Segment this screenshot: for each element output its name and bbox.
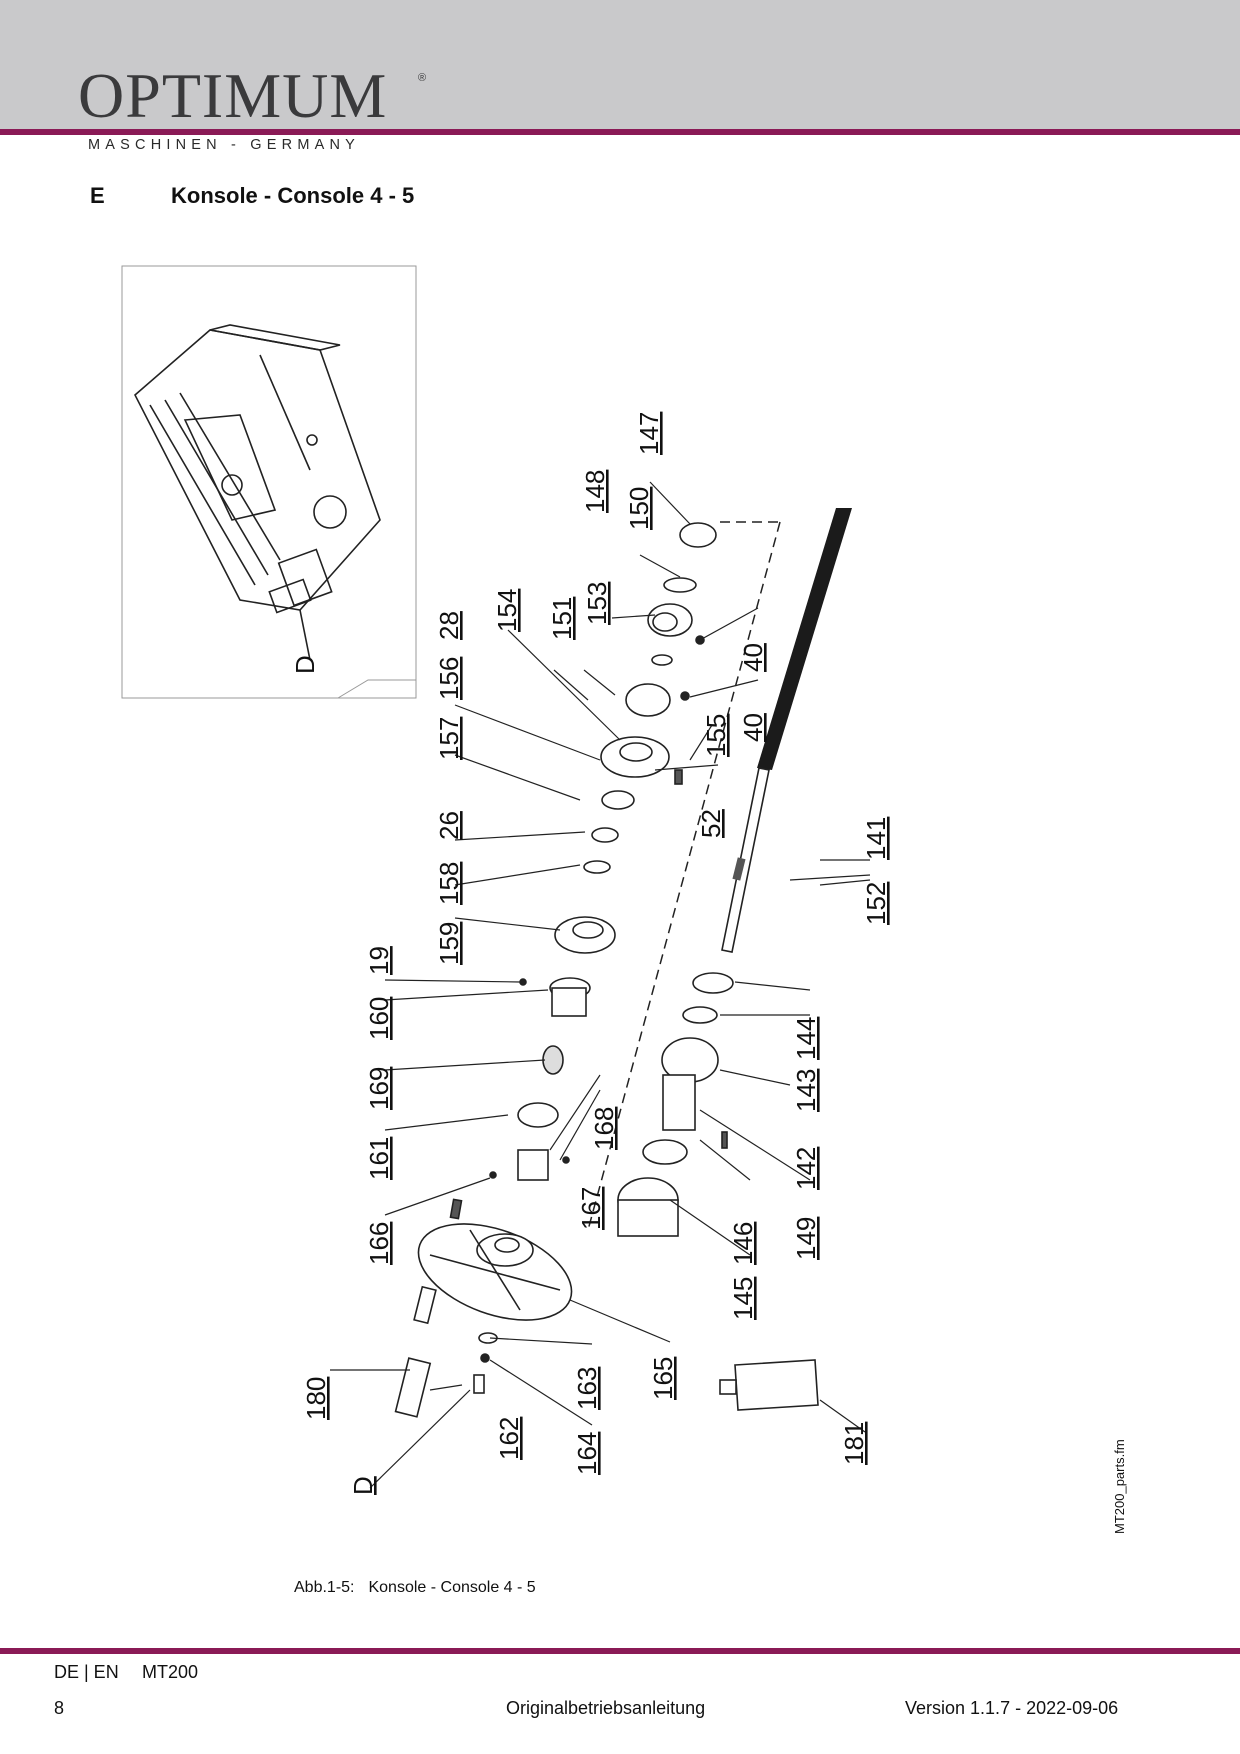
- part-number-label: 144: [791, 1017, 821, 1060]
- footer-accent-rule: [0, 1648, 1240, 1654]
- part-number-label: 149: [791, 1217, 821, 1260]
- part-number-label: 164: [572, 1432, 602, 1475]
- part-number-label: 150: [624, 487, 654, 530]
- part-number-label: 26: [434, 811, 464, 840]
- part-number-label: 168: [589, 1107, 619, 1150]
- part-number-label: 147: [634, 412, 664, 455]
- footer-languages: DE | EN: [54, 1662, 119, 1682]
- part-number-label: 158: [434, 862, 464, 905]
- section-letter: E: [90, 183, 105, 208]
- limit-switch-drawing: [719, 1359, 819, 1411]
- leadscrew-drawing: [721, 508, 852, 953]
- footer-page-number: 8: [54, 1698, 65, 1718]
- part-number-label: 143: [791, 1069, 821, 1112]
- part-number-label: 141: [861, 817, 891, 860]
- part-number-label: 145: [728, 1277, 758, 1320]
- assembly-axes: [587, 521, 781, 1231]
- part-number-label: 40: [738, 643, 768, 672]
- part-number-label: 19: [364, 946, 394, 975]
- part-number-label: 166: [364, 1222, 394, 1265]
- part-number-label: 40: [738, 713, 768, 742]
- leader-lines: [330, 481, 871, 1489]
- detail-inset: [121, 265, 417, 699]
- part-number-label: 160: [364, 997, 394, 1040]
- part-number-label: 52: [696, 809, 726, 838]
- part-number-label: D: [348, 1476, 378, 1495]
- part-number-label: 155: [701, 714, 731, 757]
- footer-document-title: Originalbetriebsanleitung: [506, 1698, 706, 1718]
- part-number-label: 159: [434, 922, 464, 965]
- part-number-label: 152: [861, 882, 891, 925]
- part-number-label: 165: [648, 1357, 678, 1400]
- part-number-label: 151: [547, 597, 577, 640]
- parts-drawing: [449, 522, 734, 1237]
- part-number-label: 162: [494, 1417, 524, 1460]
- part-number-label: 148: [580, 470, 610, 513]
- figure-caption: Abb.1-5: Konsole - Console 4 - 5: [294, 1579, 536, 1597]
- part-number-label: 167: [576, 1187, 606, 1230]
- footer-version: Version 1.1.7 - 2022-09-06: [905, 1698, 1119, 1718]
- part-number-label: 163: [572, 1367, 602, 1410]
- part-number-label: 153: [582, 582, 612, 625]
- part-number-label: 157: [434, 717, 464, 760]
- header-accent-rule: [0, 129, 1240, 135]
- header-band: [0, 0, 1240, 129]
- side-file-label: MT200_parts.fm: [1112, 1439, 1127, 1534]
- brand-tagline: MASCHINEN - GERMANY: [88, 137, 361, 153]
- figure-title: Konsole - Console 4 - 5: [368, 1579, 536, 1596]
- part-number-label: 154: [492, 589, 522, 632]
- part-number-label: 142: [791, 1147, 821, 1190]
- brand-logo: OPTIMUM: [78, 60, 388, 131]
- part-number-label: 146: [728, 1222, 758, 1265]
- part-number-label: 156: [434, 657, 464, 700]
- part-number-label: 169: [364, 1067, 394, 1110]
- part-number-label: 181: [839, 1422, 869, 1465]
- part-number-label: 180: [301, 1377, 331, 1420]
- detail-marker-label: D: [290, 655, 320, 674]
- registered-mark: ®: [418, 72, 427, 84]
- console-housing-drawing: [134, 324, 381, 661]
- section-title: Konsole - Console 4 - 5: [171, 183, 415, 208]
- part-number-label: 161: [364, 1137, 394, 1180]
- part-number-label: 28: [434, 611, 464, 640]
- footer-model: MT200: [142, 1662, 199, 1682]
- figure-number: Abb.1-5:: [294, 1579, 355, 1596]
- handwheel-drawing: [394, 1223, 573, 1418]
